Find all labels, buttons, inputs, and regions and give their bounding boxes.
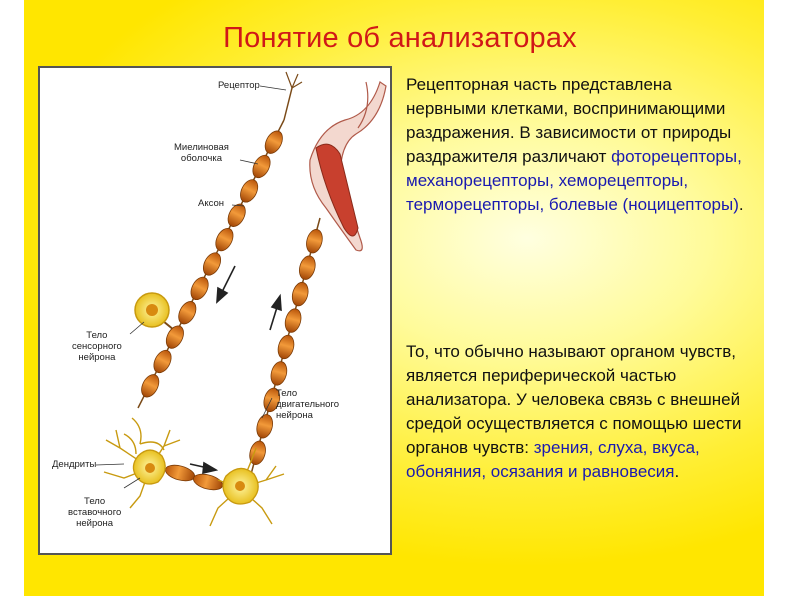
label-sensory-line3: нейрона bbox=[78, 352, 116, 363]
label-sensory-neuron: Тело сенсорного нейрона bbox=[72, 330, 122, 363]
label-sensory-line1: Тело bbox=[86, 330, 108, 341]
interneuron-body bbox=[132, 449, 166, 485]
myelin-segment bbox=[299, 255, 316, 280]
motor-myelin-sheath bbox=[249, 229, 323, 465]
label-interneuron-line1: Тело bbox=[84, 496, 106, 507]
myelin-segment bbox=[277, 334, 295, 360]
myelin-segment bbox=[249, 440, 266, 465]
reflex-arc-illustration bbox=[95, 71, 387, 527]
label-interneuron-line3: нейрона bbox=[76, 518, 114, 529]
myelin-segment bbox=[202, 252, 222, 276]
myelin-segment bbox=[264, 130, 283, 154]
dendrite-branches bbox=[103, 417, 285, 527]
direction-arrows bbox=[189, 265, 282, 475]
label-myelin-sheath: Миелиновая оболочка bbox=[174, 142, 229, 164]
sensory-neuron-body bbox=[134, 292, 170, 328]
myelin-segment bbox=[256, 414, 273, 439]
myelin-segment bbox=[141, 374, 160, 398]
sensory-myelin-sheath bbox=[141, 130, 283, 398]
receptor-ending bbox=[285, 71, 303, 89]
paragraph-sense-organs-end: . bbox=[674, 462, 680, 481]
label-interneuron-line2: вставочного bbox=[68, 507, 122, 518]
myelin-segment bbox=[240, 179, 259, 203]
myelin-segment bbox=[165, 325, 184, 349]
muscle-illustration bbox=[309, 81, 387, 252]
myelin-segment bbox=[227, 203, 246, 227]
label-myelin-line2: оболочка bbox=[180, 153, 223, 164]
myelin-segment bbox=[284, 308, 302, 333]
label-dendrites: Дендриты bbox=[52, 459, 97, 470]
myelin-segment bbox=[215, 227, 234, 252]
myelin-segment bbox=[291, 281, 309, 307]
label-receptor: Рецептор bbox=[218, 80, 260, 91]
myelin-segment bbox=[153, 349, 172, 374]
label-interneuron: Тело вставочного нейрона bbox=[68, 496, 121, 529]
label-motor-line1: Тело bbox=[276, 388, 298, 399]
label-motor-line2: двигательного bbox=[276, 399, 340, 410]
label-axon: Аксон bbox=[198, 198, 224, 209]
paragraph-sense-organs-intro: То, что обычно называют органом чувств, … bbox=[406, 342, 742, 457]
paragraph-receptors-end: . bbox=[738, 195, 744, 214]
paragraph-sense-organs: То, что обычно называют органом чувств, … bbox=[406, 340, 756, 484]
myelin-segment bbox=[190, 276, 209, 301]
slide-title: Понятие об анализаторах bbox=[223, 22, 577, 54]
interneuron-axon bbox=[164, 464, 224, 491]
motor-neuron-body bbox=[222, 467, 259, 505]
label-motor-line3: нейрона bbox=[276, 410, 313, 421]
receptor-types: фоторецепторы, механорецепторы, хемореце… bbox=[406, 147, 742, 214]
sense-list: зрения, слуха, вкуса, обоняния, осязания… bbox=[406, 438, 700, 481]
label-motor-neuron: Тело двигательного нейрона bbox=[276, 388, 339, 421]
label-leader-lines bbox=[95, 85, 287, 489]
label-myelin-line1: Миелиновая bbox=[174, 142, 229, 153]
paragraph-receptors: Рецепторная часть представлена нервными … bbox=[406, 73, 756, 217]
myelin-segment bbox=[252, 154, 271, 179]
myelin-segment bbox=[178, 301, 197, 325]
myelin-segment bbox=[306, 229, 323, 254]
label-sensory-line2: сенсорного bbox=[72, 341, 122, 352]
myelin-segment bbox=[270, 361, 288, 386]
neuron-diagram: Рецептор Миелиновая оболочка Аксон Тело … bbox=[38, 66, 392, 555]
paragraph-receptors-intro: Рецепторная часть представлена нервными … bbox=[406, 75, 732, 166]
